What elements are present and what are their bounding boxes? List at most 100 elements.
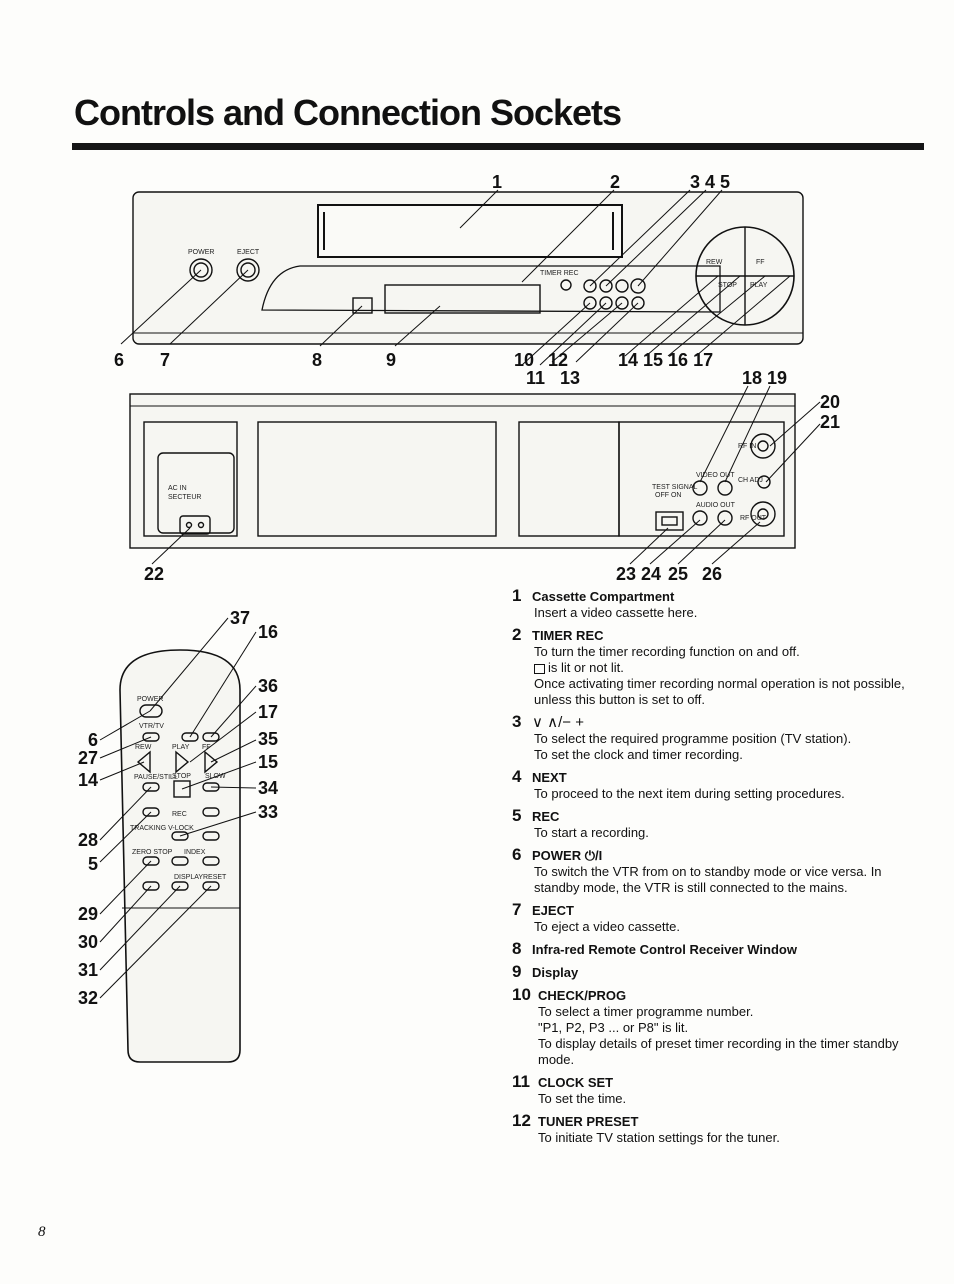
item-title: Display (532, 965, 579, 980)
callout: 13 (560, 368, 580, 388)
test-signal-switch (655, 511, 684, 531)
svg-text:AUDIO OUT: AUDIO OUT (696, 502, 736, 509)
svg-text:FF: FF (756, 259, 765, 266)
callout: 6 (114, 350, 124, 370)
item-title: Infra-red Remote Control Receiver Window (532, 942, 797, 957)
callout: 3 4 5 (690, 172, 730, 192)
svg-text:AC IN: AC IN (168, 485, 187, 492)
svg-text:TIMER REC: TIMER REC (540, 270, 579, 277)
item-title: NEXT (532, 770, 567, 785)
svg-text:SECTEUR: SECTEUR (168, 494, 201, 501)
remote-control (119, 649, 241, 1063)
callout: 11 (526, 368, 545, 388)
callout: 31 (78, 960, 98, 980)
svg-text:REW: REW (706, 259, 723, 266)
svg-text:REC: REC (172, 811, 187, 818)
callout: 17 (258, 702, 278, 722)
rf-in-socket (750, 433, 776, 459)
callout: 16 (258, 622, 278, 642)
item-title: CLOCK SET (538, 1075, 614, 1090)
svg-text:TRACKING V-LOCK: TRACKING V-LOCK (130, 825, 194, 832)
rf-out-socket (750, 501, 776, 527)
page-title: Controls and Connection Sockets (74, 92, 622, 133)
title-rule (72, 143, 924, 150)
item-title: POWER ⏻/I (532, 848, 603, 863)
callout: 8 (312, 350, 322, 370)
svg-text:RF IN: RF IN (738, 443, 756, 450)
svg-text:RESET: RESET (203, 874, 227, 881)
callout: 26 (702, 564, 722, 584)
callout: 28 (78, 830, 98, 850)
callout: 22 (144, 564, 164, 584)
callout: 2 (610, 172, 620, 192)
callout: 14 15 16 17 (618, 350, 713, 370)
callout: 33 (258, 802, 278, 822)
svg-text:DISPLAY: DISPLAY (174, 874, 203, 881)
item-title: CHECK/PROG (538, 988, 627, 1003)
svg-text:TEST SIGNAL: TEST SIGNAL (652, 484, 697, 491)
callout: 15 (258, 752, 278, 772)
list-item: 3∨ ∧/− + To select the required programm… (512, 712, 852, 762)
svg-text:VTR/TV: VTR/TV (139, 723, 164, 730)
callout: 20 (820, 392, 840, 412)
svg-text:OFF ON: OFF ON (655, 492, 681, 499)
svg-text:PAUSE/STILL: PAUSE/STILL (134, 774, 178, 781)
callout: 7 (160, 350, 170, 370)
callout: 10 (514, 350, 534, 370)
item-title: EJECT (532, 903, 574, 918)
eject-knob (236, 258, 260, 282)
item-title: Cassette Compartment (532, 589, 675, 604)
svg-text:INDEX: INDEX (184, 849, 206, 856)
callout: 37 (230, 608, 250, 628)
callout: 6 (88, 730, 98, 750)
svg-text:CH ADJ: CH ADJ (738, 477, 763, 484)
page-number: 8 (38, 1224, 46, 1240)
svg-text:PLAY: PLAY (750, 282, 768, 289)
svg-text:PLAY: PLAY (172, 744, 190, 751)
item-title: TIMER REC (532, 628, 604, 643)
svg-text:RF OUT: RF OUT (740, 515, 767, 522)
callout: 14 (78, 770, 98, 790)
power-knob (189, 258, 213, 282)
svg-text:EJECT: EJECT (237, 249, 260, 256)
front-view (132, 191, 804, 345)
callout: 27 (78, 748, 98, 768)
callout: 1 (492, 172, 502, 192)
svg-text:FF: FF (202, 744, 211, 751)
ac-socket (179, 515, 211, 535)
callout: 35 (258, 729, 278, 749)
rear-view (129, 393, 796, 549)
callout: 21 (820, 412, 840, 432)
svg-text:VIDEO OUT: VIDEO OUT (696, 472, 735, 479)
callout: 9 (386, 350, 396, 370)
svg-text:STOP: STOP (718, 282, 737, 289)
callout: 30 (78, 932, 98, 952)
svg-text:POWER: POWER (137, 696, 163, 703)
display-window (384, 284, 541, 314)
callout: 12 (548, 350, 568, 370)
callout: 32 (78, 988, 98, 1008)
callout: 36 (258, 676, 278, 696)
callout: 23 24 (616, 564, 661, 584)
svg-text:POWER: POWER (188, 249, 214, 256)
timer-icon (534, 663, 545, 674)
callout: 25 (668, 564, 688, 584)
svg-text:REW: REW (135, 744, 152, 751)
svg-text:ZERO STOP: ZERO STOP (132, 849, 173, 856)
callout: 34 (258, 778, 278, 798)
callout: 29 (78, 904, 98, 924)
svg-text:STOP: STOP (172, 773, 191, 780)
